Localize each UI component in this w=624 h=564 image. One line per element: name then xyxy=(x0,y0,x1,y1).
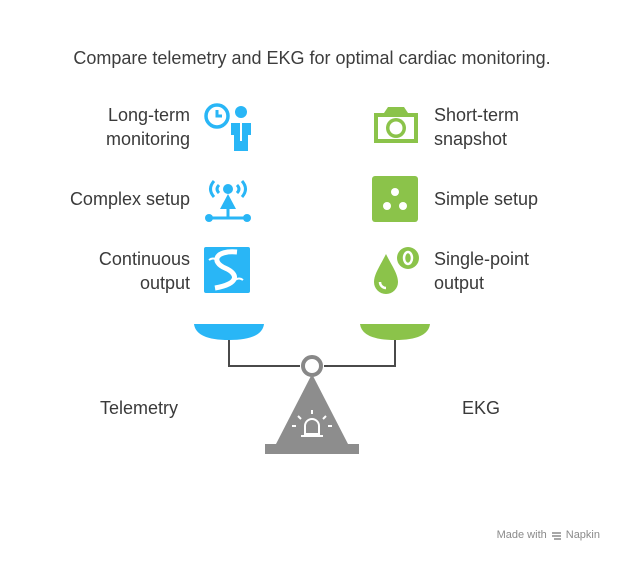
left-item-1-label: Long-term monitoring xyxy=(105,105,190,149)
camera-icon xyxy=(370,101,422,149)
footer-text: Made with xyxy=(496,529,547,541)
right-item-3-label: Single-point output xyxy=(434,249,530,293)
diagram-title: Compare telemetry and EKG for optimal ca… xyxy=(73,48,551,68)
footer-brand: Napkin xyxy=(565,529,600,541)
right-item-1-label: Short-term snapshot xyxy=(434,105,520,149)
broadcast-antenna-icon xyxy=(203,175,253,223)
left-item-2-label: Complex setup xyxy=(69,189,190,209)
flowing-river-icon xyxy=(203,246,251,294)
telemetry-pan xyxy=(194,324,264,340)
clock-person-icon xyxy=(203,101,255,153)
three-dots-square-icon xyxy=(371,175,419,223)
right-item-2-label: Simple setup xyxy=(434,189,539,209)
droplet-zero-icon xyxy=(370,244,422,296)
balance-scale xyxy=(190,322,440,458)
napkin-logo-icon xyxy=(551,530,562,541)
footer-credit: Made with Napkin xyxy=(497,529,600,541)
telemetry-label: Telemetry xyxy=(100,398,179,418)
left-item-3-label: Continuous output xyxy=(98,249,190,293)
ekg-pan xyxy=(360,324,430,340)
ekg-label: EKG xyxy=(462,398,501,418)
